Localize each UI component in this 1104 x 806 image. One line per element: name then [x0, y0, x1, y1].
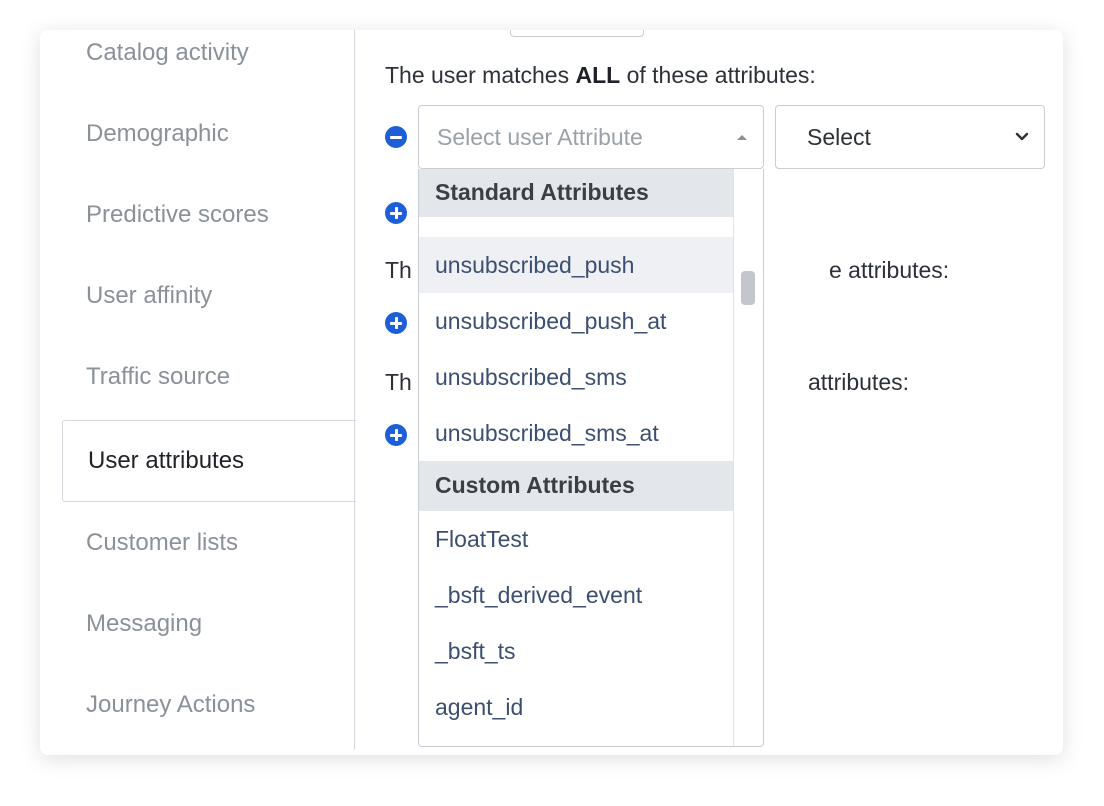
remove-condition-button[interactable]	[385, 126, 407, 148]
plus-icon-v	[394, 429, 398, 441]
operator-select-value: Select	[807, 124, 871, 150]
dropdown-option[interactable]: unsubscribed_push_at	[435, 308, 667, 334]
minus-icon	[390, 135, 402, 139]
top-select-remnant[interactable]	[510, 30, 644, 37]
dropdown-option[interactable]: FloatTest	[435, 526, 529, 552]
sidebar-item-traffic-source[interactable]: Traffic source	[86, 363, 231, 390]
sidebar-item-demographic[interactable]: Demographic	[86, 120, 229, 147]
scrollbar-thumb[interactable]	[741, 271, 755, 305]
sidebar-item-messaging[interactable]: Messaging	[86, 610, 203, 637]
add-condition-button-2[interactable]	[385, 312, 407, 334]
sidebar: Catalog activity Demographic Predictive …	[40, 30, 356, 755]
dropdown-group-custom: Custom Attributes	[419, 461, 735, 511]
dropdown-option[interactable]: unsubscribed_push	[419, 237, 735, 293]
dropdown-option[interactable]: unsubscribed_sms	[435, 364, 627, 390]
sidebar-item-user-attributes[interactable]: User attributes	[62, 420, 356, 502]
add-condition-button-3[interactable]	[385, 424, 407, 446]
sidebar-item-journey-actions[interactable]: Journey Actions	[86, 691, 256, 718]
operator-select[interactable]: Select	[775, 105, 1045, 169]
caret-up-icon	[737, 135, 747, 140]
rule-all-prefix: The user matches	[385, 62, 576, 88]
dropdown-group-standard: Standard Attributes	[419, 169, 735, 217]
sidebar-item-label: User attributes	[88, 447, 245, 474]
rule-third-heading-right: attributes:	[808, 369, 909, 395]
rule-all-bold: ALL	[575, 62, 621, 88]
sidebar-divider	[354, 30, 355, 750]
plus-icon-v	[394, 317, 398, 329]
sidebar-item-customer-lists[interactable]: Customer lists	[86, 529, 239, 556]
sidebar-item-catalog-activity[interactable]: Catalog activity	[86, 39, 249, 66]
dropdown-scrollbar[interactable]	[733, 169, 763, 746]
rule-second-heading-right: e attributes:	[829, 257, 950, 283]
add-condition-button[interactable]	[385, 202, 407, 224]
dropdown-option[interactable]: unsubscribed_sms_at	[435, 420, 659, 446]
sidebar-item-predictive-scores[interactable]: Predictive scores	[86, 201, 269, 228]
attribute-dropdown-menu: Standard Attributes unsubscribed_push un…	[418, 169, 764, 747]
rule-all-heading: The user matches ALL of these attributes…	[385, 60, 816, 90]
chevron-down-icon	[1015, 132, 1029, 141]
rule-all-suffix: of these attributes:	[620, 62, 816, 88]
dropdown-option[interactable]: _bsft_derived_event	[435, 582, 643, 608]
dropdown-option[interactable]: agent_id	[435, 694, 524, 720]
rule-second-heading-left: Th	[385, 257, 412, 283]
plus-icon-v	[394, 207, 398, 219]
user-attribute-select[interactable]: Select user Attribute	[418, 105, 764, 169]
sidebar-item-user-affinity[interactable]: User affinity	[86, 282, 213, 309]
rule-third-heading-left: Th	[385, 369, 412, 395]
segment-builder-card: Catalog activity Demographic Predictive …	[40, 30, 1063, 755]
main-panel: The user matches ALL of these attributes…	[355, 30, 1063, 755]
dropdown-option[interactable]: _bsft_ts	[435, 638, 516, 664]
attribute-select-placeholder: Select user Attribute	[437, 124, 643, 150]
